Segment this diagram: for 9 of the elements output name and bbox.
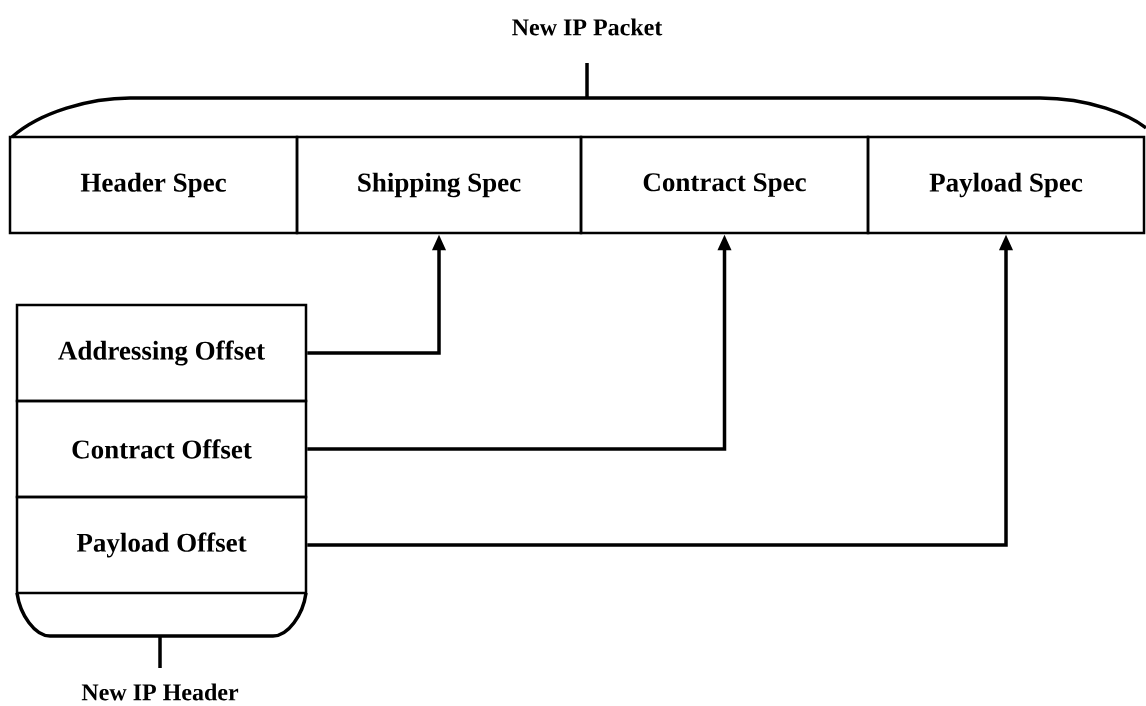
spec-box: Payload Spec <box>866 135 1146 235</box>
offset-box: Addressing Offset <box>15 303 308 403</box>
spec-box: Header Spec <box>8 135 299 235</box>
bracket-label: New IP Header <box>81 683 239 701</box>
offset-box: Contract Offset <box>15 399 308 499</box>
offset-box: Payload Offset <box>15 495 308 595</box>
spec-box: Shipping Spec <box>295 135 583 235</box>
bracket-label: New IP Packet <box>512 18 663 36</box>
spec-box: Contract Spec <box>579 135 870 235</box>
